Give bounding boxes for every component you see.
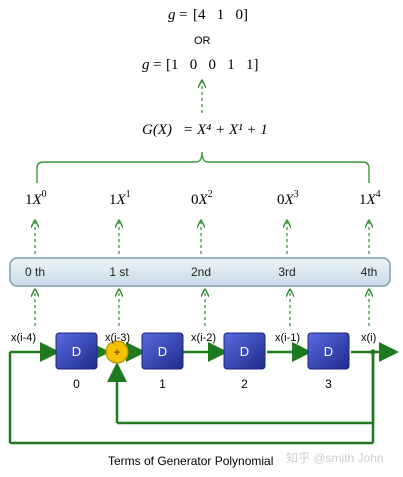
term-var: X <box>32 192 43 208</box>
term-exp: 3 <box>294 189 299 200</box>
term-4: 1X4 <box>359 189 381 208</box>
term-exp: 1 <box>126 189 131 200</box>
term-var: X <box>366 192 377 208</box>
term-var: X <box>198 192 209 208</box>
delay-block-body <box>55 332 98 370</box>
delay-block-body <box>223 332 266 370</box>
G-rhs: X⁴ + X¹ + 1 <box>196 122 268 138</box>
term-0: 1X0 <box>25 189 47 208</box>
g1-rhs: [4 1 0] <box>193 7 248 23</box>
delay-block-label: D <box>240 344 249 359</box>
g2-rhs: [1 0 0 1 1] <box>166 57 259 73</box>
ordinal-labels: 0 th 1 st 2nd 3rd 4th <box>25 265 377 279</box>
term-coef: 1 <box>25 192 33 208</box>
term-exp: 0 <box>42 189 47 200</box>
delay-block-body <box>141 332 184 370</box>
term-var: X <box>284 192 295 208</box>
term-exp: 4 <box>376 189 381 200</box>
G-equals: = <box>184 122 192 138</box>
term-1: 1X1 <box>109 189 131 208</box>
equation-G: G(X) = X⁴ + X¹ + 1 <box>142 122 268 138</box>
g2-lhs: g <box>142 57 150 73</box>
signal-labels: x(i-4) x(i-3) x(i-2) x(i-1) x(i) <box>11 332 376 344</box>
delay-block-1: D1 <box>141 332 184 391</box>
delay-block-body <box>307 332 350 370</box>
ordinal-3: 3rd <box>278 265 295 279</box>
signal-label-4: x(i) <box>361 332 376 344</box>
delay-block-label: D <box>324 344 333 359</box>
delay-block-label: D <box>158 344 167 359</box>
stage-index: 2 <box>241 377 248 391</box>
term-2: 0X2 <box>191 189 213 208</box>
g1-lhs: g <box>168 7 176 23</box>
delay-block-label: D <box>72 344 81 359</box>
ordinal-1: 1 st <box>109 265 129 279</box>
coefficient-panel <box>9 257 391 287</box>
stage-index: 1 <box>159 377 166 391</box>
term-coef: 1 <box>109 192 117 208</box>
g1-equals: = <box>179 7 187 23</box>
xor-symbol: + <box>114 347 120 359</box>
or-text: OR <box>194 35 211 47</box>
signal-label-2: x(i-2) <box>191 332 216 344</box>
equation-g2: g = [1 0 0 1 1] <box>142 57 259 73</box>
signal-label-3: x(i-1) <box>275 332 300 344</box>
term-exp: 2 <box>208 189 213 200</box>
term-coef: 0 <box>191 192 199 208</box>
caption: Terms of Generator Polynomial <box>108 454 273 468</box>
signal-label-1: x(i-3) <box>105 332 130 344</box>
ordinal-0: 0 th <box>25 265 45 279</box>
g2-equals: = <box>153 57 161 73</box>
grouping-brace <box>36 151 370 183</box>
watermark: 知乎 @smith John <box>286 451 384 465</box>
dashed-arrows-to-panel <box>35 291 369 326</box>
shift-register-circuit <box>8 342 399 445</box>
term-coef: 0 <box>277 192 285 208</box>
term-3: 0X3 <box>277 189 299 208</box>
dashed-arrows-to-terms <box>35 222 369 254</box>
ordinal-4: 4th <box>361 265 378 279</box>
stage-index: 3 <box>325 377 332 391</box>
delay-block-3: D3 <box>307 332 350 391</box>
stage-index: 0 <box>73 377 80 391</box>
delay-block-2: D2 <box>223 332 266 391</box>
signal-label-0: x(i-4) <box>11 332 36 344</box>
term-var: X <box>116 192 127 208</box>
equation-g1: g = [4 1 0] <box>168 7 248 23</box>
ordinal-2: 2nd <box>191 265 211 279</box>
G-lhs: G(X) <box>142 122 172 138</box>
xor-adder: + <box>105 340 129 364</box>
tap-junction-dot <box>370 349 376 355</box>
term-coef: 1 <box>359 192 367 208</box>
delay-block-0: D0 <box>55 332 98 391</box>
